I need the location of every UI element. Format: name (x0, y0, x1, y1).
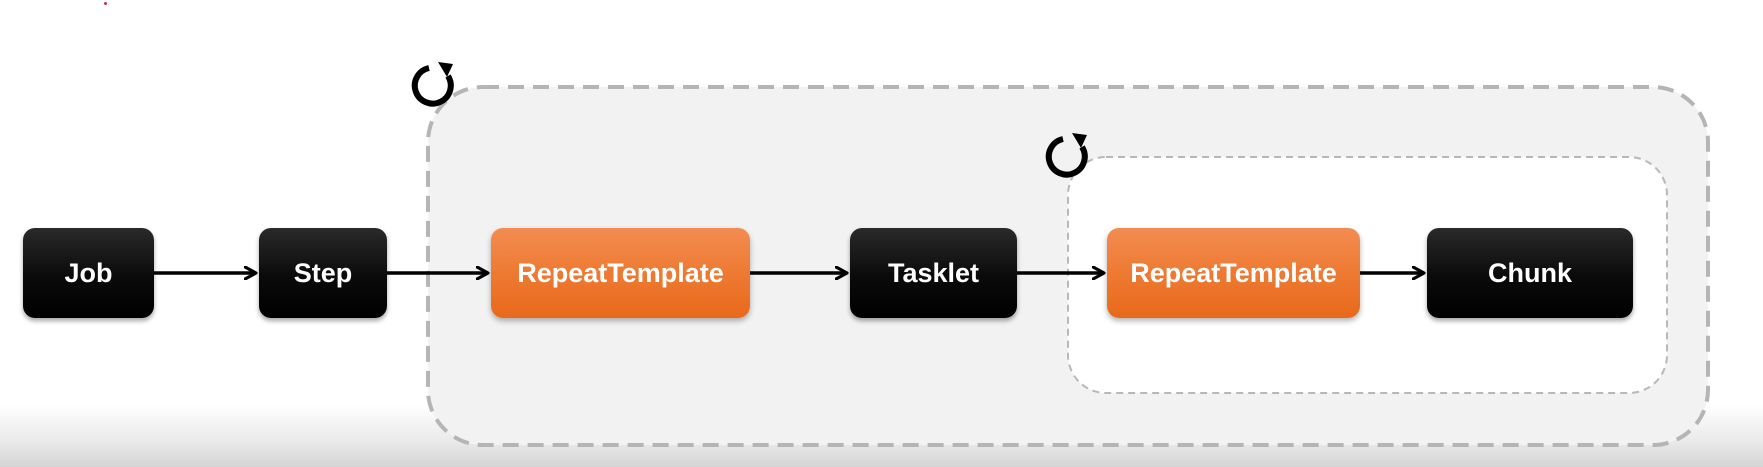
tasklet-node: Tasklet (850, 228, 1017, 318)
repeat-template-inner-node: RepeatTemplate (1107, 228, 1360, 318)
chunk-node-label: Chunk (1488, 257, 1572, 288)
repeat-template-outer-node: RepeatTemplate (491, 228, 750, 318)
step-node: Step (259, 228, 387, 318)
job-node-label: Job (64, 257, 113, 288)
inner-loop-region (1067, 156, 1668, 394)
chunk-node: Chunk (1427, 228, 1633, 318)
repeat-template-outer-label: RepeatTemplate (517, 257, 724, 288)
repeat-template-inner-label: RepeatTemplate (1130, 257, 1337, 288)
tasklet-node-label: Tasklet (887, 257, 980, 288)
outer-loop-refresh-icon (411, 62, 454, 107)
job-node: Job (23, 228, 154, 318)
stray-dot (104, 2, 107, 5)
inner-loop-refresh-icon (1045, 133, 1088, 178)
step-node-label: Step (293, 257, 353, 288)
